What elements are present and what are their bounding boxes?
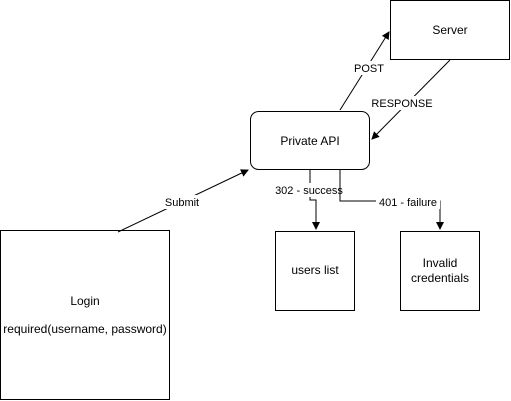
invalid-credentials-box <box>400 231 480 311</box>
users-list-node[interactable]: users list <box>275 231 355 311</box>
response-label-bg <box>368 96 436 110</box>
post-label-bg <box>352 61 386 75</box>
response-label: RESPONSE <box>371 98 432 110</box>
server-label: Server <box>432 23 467 37</box>
server-node[interactable]: Server <box>390 0 510 60</box>
submit-label-bg <box>162 195 202 209</box>
login-box <box>0 230 170 400</box>
failure-label: 401 - failure <box>379 197 437 209</box>
failure-label-bg <box>376 195 440 209</box>
invalid-credentials-line-2: credentials <box>411 271 469 285</box>
success-edge[interactable]: 302 - success <box>273 170 345 230</box>
success-arrow <box>309 170 320 230</box>
users-list-box <box>275 231 355 311</box>
invalid-credentials-line-1: Invalid <box>423 256 458 270</box>
invalid-credentials-node[interactable]: Invalid credentials <box>400 231 480 311</box>
response-edge[interactable]: RESPONSE <box>368 59 451 140</box>
submit-label: Submit <box>165 197 199 209</box>
server-box <box>390 0 510 60</box>
submit-edge[interactable]: Submit <box>117 169 249 233</box>
private-api-box <box>250 111 370 170</box>
success-label: 302 - success <box>275 185 343 197</box>
users-list-label: users list <box>291 263 339 277</box>
login-node[interactable]: Login required(username, password) <box>0 230 170 400</box>
post-label: POST <box>354 63 384 75</box>
login-title: Login <box>70 294 99 308</box>
login-subtitle: required(username, password) <box>3 322 166 336</box>
success-label-bg <box>273 183 345 197</box>
post-edge[interactable]: POST <box>339 31 390 111</box>
private-api-node[interactable]: Private API <box>250 111 370 170</box>
failure-edge[interactable]: 401 - failure <box>339 170 444 230</box>
private-api-label: Private API <box>280 134 339 148</box>
